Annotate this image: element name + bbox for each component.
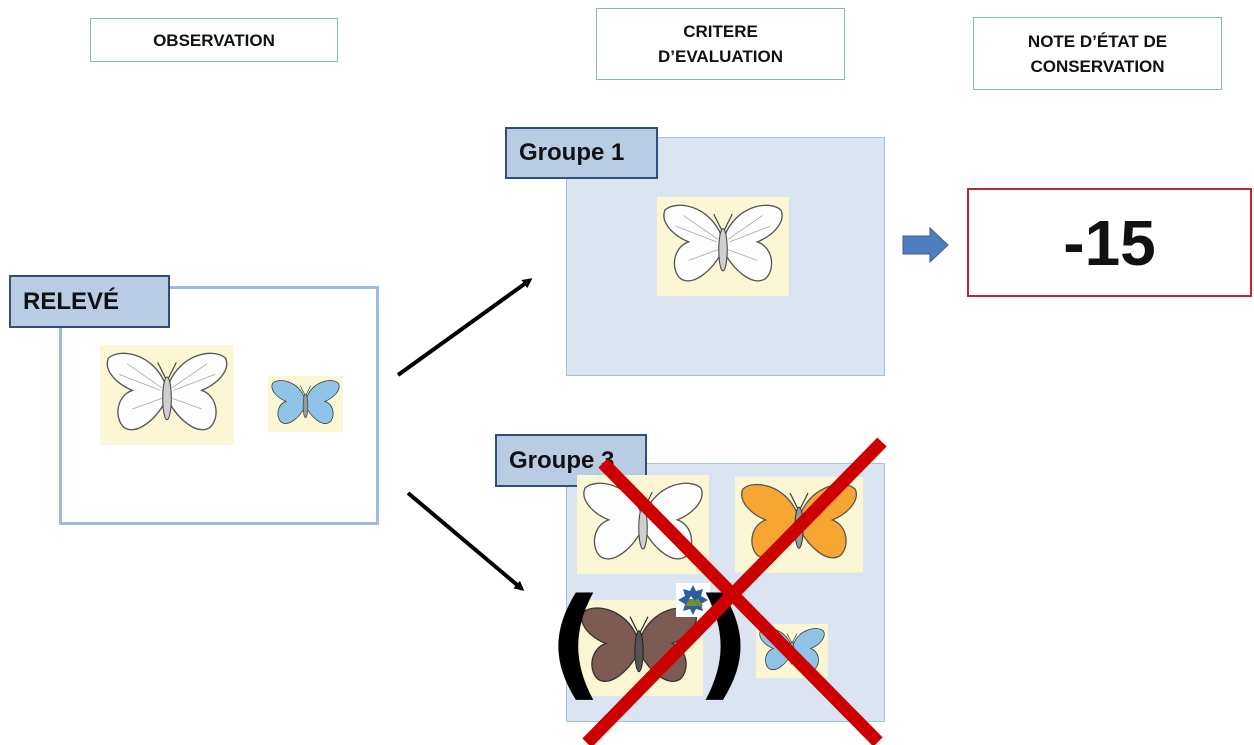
releve-tag-label: RELEVÉ [23,287,120,315]
white-butterfly-icon [656,197,790,296]
arrow-to-group1 [396,278,533,377]
blue-butterfly-icon [268,375,343,433]
note-header-line1: NOTE D’ÉTAT DE [1027,31,1168,51]
releve-tag: RELEVÉ [9,275,170,328]
observation-header: OBSERVATION [90,18,338,62]
score-box: -15 [967,188,1252,297]
orange-butterfly-icon [735,475,863,574]
open-parenthesis: ( [548,574,603,713]
blue-butterfly-icon [756,622,828,680]
blue-right-arrow-icon [902,226,949,264]
criteria-header-line1: CRITERE [683,22,758,41]
close-parenthesis: ) [696,574,751,713]
group1-tag-label: Groupe 1 [519,139,625,166]
note-header-line2: CONSERVATION [1030,56,1165,76]
white-butterfly-icon [100,345,234,445]
group3-tag-label: Groupe 3 [509,446,615,474]
criteria-header-line2: D’EVALUATION [658,47,783,66]
white-butterfly-icon [576,475,710,574]
criteria-header: CRITERE D’EVALUATION [596,8,845,80]
score-value: -15 [1063,206,1156,279]
observation-header-label: OBSERVATION [153,30,275,50]
group1-tag: Groupe 1 [505,127,658,179]
arrow-to-group3 [406,491,525,591]
note-header: NOTE D’ÉTAT DE CONSERVATION [973,17,1222,90]
